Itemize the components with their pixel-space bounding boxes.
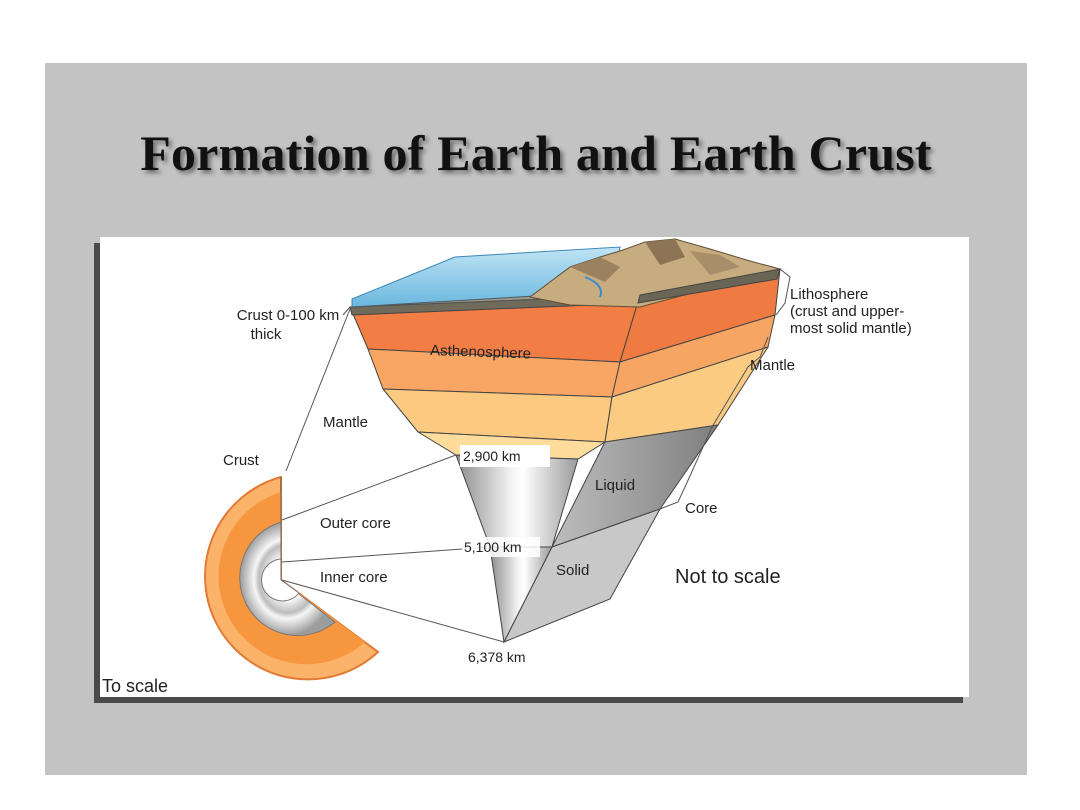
leader-lines <box>281 268 791 643</box>
liquid-label: Liquid <box>595 477 635 494</box>
slide-title: Formation of Earth and Earth Crust <box>140 125 932 181</box>
lithosphere-label-line3: most solid mantle) <box>790 320 912 337</box>
asthenosphere-label: Asthenosphere <box>430 342 531 363</box>
crust-thickness-label-line2: thick <box>251 326 282 343</box>
mantle-left-label: Mantle <box>323 414 368 431</box>
not-to-scale-label: Not to scale <box>675 566 781 588</box>
depth-5100-label: 5,100 km <box>464 539 522 555</box>
mantle-right-label: Mantle <box>750 357 795 374</box>
surface-landscape <box>351 238 782 308</box>
outer-core-label: Outer core <box>320 515 391 532</box>
wedge-side-face <box>502 268 781 643</box>
to-scale-cross-section <box>204 475 380 681</box>
inner-core-label: Inner core <box>320 569 388 586</box>
lithosphere-label: Lithosphere <box>790 286 868 303</box>
earth-layers-diagram: Crust 0-100 km thick Mantle Crust Outer … <box>102 238 912 696</box>
earth-structure-figure: Crust 0-100 km thick Mantle Crust Outer … <box>100 237 969 697</box>
depth-6378-label: 6,378 km <box>468 649 526 665</box>
core-label: Core <box>685 500 718 517</box>
crust-label: Crust <box>223 452 260 469</box>
depth-5100-box <box>462 537 540 557</box>
solid-label: Solid <box>556 562 589 579</box>
to-scale-label: To scale <box>102 676 168 696</box>
lithosphere-label-line2: (crust and upper- <box>790 303 904 320</box>
crust-thickness-label: Crust 0-100 km <box>237 307 340 324</box>
depth-2900-label: 2,900 km <box>463 448 521 464</box>
depth-2900-box <box>460 445 550 467</box>
